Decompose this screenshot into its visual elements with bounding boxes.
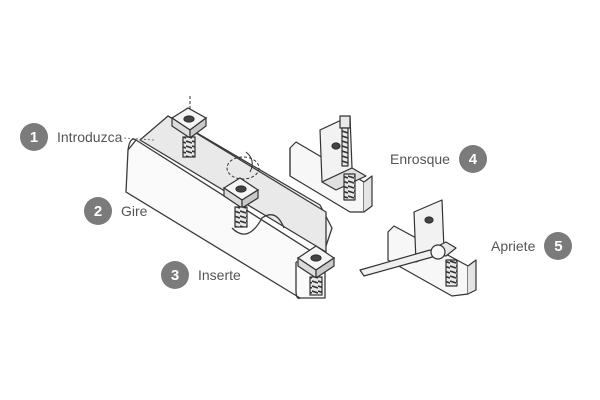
channel-nut-inserting bbox=[170, 96, 208, 158]
step-1-label: Introduzca bbox=[57, 129, 123, 145]
channel-nut-rotating bbox=[222, 151, 260, 228]
step-3: 3 Inserte bbox=[161, 261, 241, 289]
step-2-label: Gire bbox=[121, 203, 148, 219]
step-1-badge: 1 bbox=[20, 123, 48, 151]
bracket-with-wrench bbox=[359, 199, 477, 297]
step-5-label: Apriete bbox=[491, 238, 536, 254]
step-2-badge: 2 bbox=[84, 197, 112, 225]
leader-line-1 bbox=[123, 137, 155, 141]
step-3-badge: 3 bbox=[161, 261, 189, 289]
step-1: 1 Introduzca bbox=[20, 123, 122, 151]
step-5: Apriete 5 bbox=[491, 232, 573, 260]
bracket-with-bolt bbox=[289, 115, 373, 213]
step-4: Enrosque 4 bbox=[390, 145, 487, 173]
step-3-label: Inserte bbox=[198, 267, 241, 283]
step-2: 2 Gire bbox=[84, 197, 147, 225]
step-4-badge: 4 bbox=[458, 145, 487, 173]
step-5-badge: 5 bbox=[544, 232, 573, 260]
step-4-label: Enrosque bbox=[390, 151, 450, 167]
channel-nut-inserted bbox=[296, 245, 336, 296]
